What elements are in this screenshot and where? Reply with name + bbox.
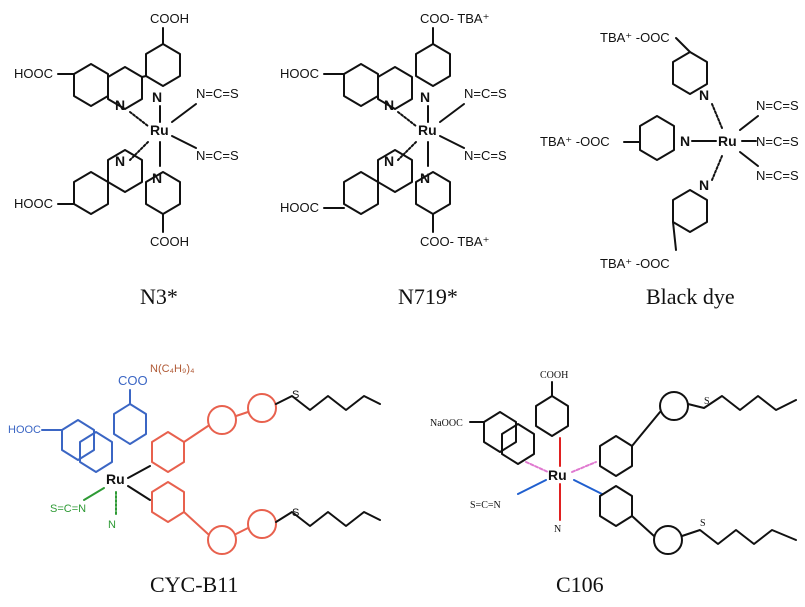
cyc-b11-bipy-2 [151, 481, 185, 523]
n719-n-4: N [420, 170, 430, 186]
cyc-b11-structure: COO N(C₄H₉)₄ HOOC Ru S=C=N N S S [8, 363, 381, 555]
black-dye-pyridine-2 [639, 115, 675, 161]
c106-structure: COOH NaOOC Ru S=C=N N S S [430, 370, 797, 555]
n3-pyridine-4 [107, 149, 143, 193]
n719-pyridine-5 [343, 171, 379, 215]
black-dye-ncs-3: N=C=S [756, 168, 799, 183]
c106-s-1: S [704, 396, 710, 407]
n3-bottom-cooh: COOH [150, 234, 189, 249]
n719-structure: COO- TBA⁺ HOOC N N Ru N=C=S N=C=S N HOOC… [280, 11, 507, 249]
n719-n-3: N [384, 153, 394, 169]
black-dye-top-tba-ooc: TBA⁺ -OOC [600, 30, 670, 45]
cyc-b11-pyridine-3 [61, 419, 95, 461]
n3-left-hooc-2: HOOC [14, 196, 53, 211]
c106-ru: Ru [548, 467, 567, 483]
n719-ru: Ru [418, 122, 437, 138]
cyc-b11-scn: S=C=N [50, 503, 86, 515]
n3-left-hooc-1: HOOC [14, 66, 53, 81]
cyc-b11-s-1: S [292, 389, 299, 401]
c106-bipy-2 [599, 485, 633, 527]
n719-pyridine-4 [377, 149, 413, 193]
n3-top-cooh: COOH [150, 11, 189, 26]
black-dye-pyridine-3 [672, 189, 708, 233]
c106-caption: C106 [556, 572, 604, 597]
n3-n-2: N [152, 89, 162, 105]
n3-n-4: N [152, 170, 162, 186]
n719-n-1: N [384, 97, 394, 113]
c106-naooc: NaOOC [430, 418, 463, 429]
n3-pyridine-1 [145, 43, 181, 87]
n719-ncs-2: N=C=S [464, 148, 507, 163]
c106-cooh: COOH [540, 370, 568, 381]
c106-pyridine-1 [535, 395, 569, 437]
cyc-b11-bipy-1 [151, 431, 185, 473]
n3-caption: N3* [140, 284, 178, 309]
black-dye-n-1: N [699, 87, 709, 103]
black-dye-structure: TBA⁺ -OOC N TBA⁺ -OOC N Ru N=C=S N=C=S N… [540, 30, 799, 271]
black-dye-bottom-tba-ooc: TBA⁺ -OOC [600, 256, 670, 271]
c106-thiophene-1 [659, 391, 689, 421]
n719-bottom-coo-tba: COO- TBA⁺ [420, 234, 489, 249]
n3-pyridine-5 [73, 171, 109, 215]
cyc-b11-pyridine-1 [113, 403, 147, 445]
black-dye-ru: Ru [718, 133, 737, 149]
n3-structure: COOH HOOC N N Ru N=C=S N=C=S N HOOC N CO… [14, 11, 239, 249]
c106-s-2: S [700, 518, 706, 529]
n719-pyridine-1 [415, 43, 451, 87]
n719-caption: N719* [398, 284, 458, 309]
n719-pyridine-3 [343, 63, 379, 107]
n3-pyridine-3 [73, 63, 109, 107]
cyc-b11-hooc: HOOC [8, 424, 41, 436]
cyc-b11-s-2: S [292, 507, 299, 519]
n719-left-hooc-2: HOOC [280, 200, 319, 215]
black-dye-pyridine-1 [672, 51, 708, 95]
cyc-b11-thiophene-3 [207, 525, 237, 555]
n719-ncs-1: N=C=S [464, 86, 507, 101]
c106-ncs-vertical: N [554, 524, 561, 535]
black-dye-ncs-1: N=C=S [756, 98, 799, 113]
c106-scn: S=C=N [470, 500, 501, 511]
cyc-b11-thiophene-4 [247, 509, 277, 539]
n719-left-hooc-1: HOOC [280, 66, 319, 81]
cyc-b11-thiophene-2 [247, 393, 277, 423]
n719-n-2: N [420, 89, 430, 105]
cyc-b11-thiophene-1 [207, 405, 237, 435]
c106-bipy-1 [599, 435, 633, 477]
cyc-b11-counter-ion: N(C₄H₉)₄ [150, 363, 195, 375]
black-dye-caption: Black dye [646, 284, 735, 309]
black-dye-ncs-2: N=C=S [756, 134, 799, 149]
n3-n-3: N [115, 153, 125, 169]
n3-ncs-2: N=C=S [196, 148, 239, 163]
cyc-b11-ru: Ru [106, 471, 125, 487]
black-dye-n-3: N [699, 177, 709, 193]
c106-pyridine-3 [483, 411, 517, 453]
black-dye-left-tba-ooc: TBA⁺ -OOC [540, 134, 610, 149]
n3-ncs-1: N=C=S [196, 86, 239, 101]
cyc-b11-caption: CYC-B11 [150, 572, 238, 597]
cyc-b11-ncs-vertical: N [108, 519, 116, 531]
n3-n-1: N [115, 97, 125, 113]
c106-pyridine-2 [501, 423, 535, 465]
n719-top-coo-tba: COO- TBA⁺ [420, 11, 489, 26]
cyc-b11-coo: COO [118, 373, 148, 388]
c106-thiophene-2 [653, 525, 683, 555]
n3-ru: Ru [150, 122, 169, 138]
cyc-b11-pyridine-2 [79, 431, 113, 473]
black-dye-n-2: N [680, 133, 690, 149]
